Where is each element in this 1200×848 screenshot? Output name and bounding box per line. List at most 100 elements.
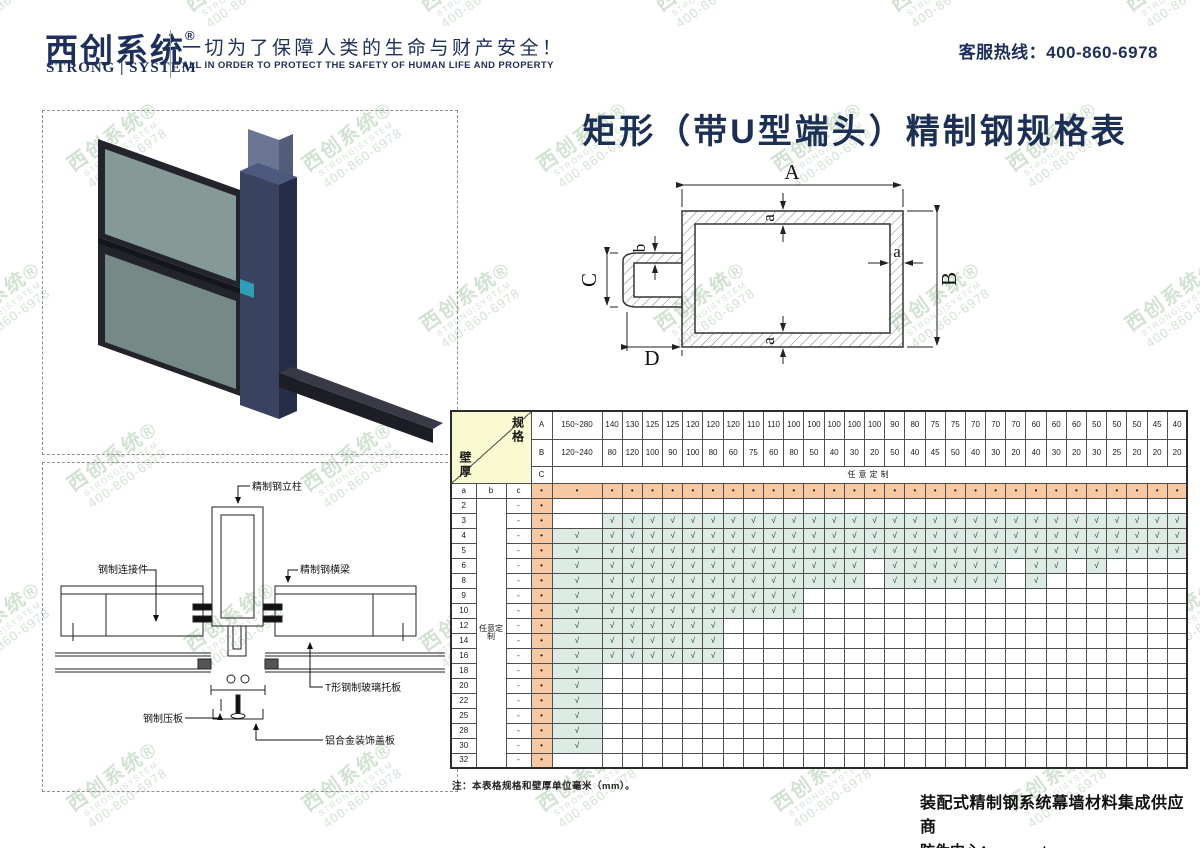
empty-cell <box>924 647 946 664</box>
empty-cell <box>985 752 1007 769</box>
empty-cell <box>1146 752 1168 769</box>
empty-cell <box>884 587 906 604</box>
empty-cell <box>1166 557 1188 574</box>
empty-cell <box>1146 617 1168 634</box>
empty-cell <box>722 692 744 709</box>
empty-cell <box>742 617 765 634</box>
empty-cell <box>823 602 845 619</box>
empty-cell <box>863 707 886 724</box>
empty-cell <box>863 737 886 754</box>
empty-cell <box>884 737 906 754</box>
empty-cell <box>863 722 886 739</box>
empty-cell <box>924 497 946 514</box>
table-row: 4-•√√√√√√√√√√√√√√√√√√√√√√√√√√√√√√ <box>450 527 1188 544</box>
check-cell: √ <box>924 512 946 529</box>
empty-cell <box>1025 602 1047 619</box>
empty-cell <box>803 632 825 649</box>
empty-cell <box>762 707 785 724</box>
empty-cell <box>863 677 886 694</box>
empty-cell <box>742 632 765 649</box>
check-cell: √ <box>742 527 765 544</box>
dot-cell: • <box>530 662 553 679</box>
empty-cell <box>742 707 765 724</box>
bolt <box>235 694 241 714</box>
empty-cell <box>1085 602 1108 619</box>
check-cell: √ <box>551 677 603 694</box>
check-cell: √ <box>662 542 684 559</box>
empty-cell <box>722 662 744 679</box>
empty-cell <box>944 737 966 754</box>
dot-cell: • <box>1166 482 1188 499</box>
empty-cell <box>1045 752 1067 769</box>
empty-cell <box>762 737 785 754</box>
check-cell: √ <box>783 512 805 529</box>
check-cell: √ <box>551 527 603 544</box>
empty-cell <box>1065 737 1088 754</box>
spec-B-value: 120 <box>621 438 643 467</box>
spec-A-value: 45 <box>1146 410 1168 440</box>
empty-cell <box>924 602 946 619</box>
empty-cell <box>823 647 845 664</box>
dot-cell: • <box>530 737 553 754</box>
empty-cell <box>641 677 664 694</box>
check-cell: √ <box>722 512 744 529</box>
table-row: 5-•√√√√√√√√√√√√√√√√√√√√√√√√√√√√√√ <box>450 542 1188 559</box>
spec-B-value: 75 <box>742 438 765 467</box>
dot-cell: • <box>944 482 966 499</box>
empty-cell <box>1045 647 1067 664</box>
dot-cell: • <box>843 482 865 499</box>
check-cell: √ <box>1085 557 1108 574</box>
spec-A-value: 70 <box>1005 410 1027 440</box>
empty-cell <box>823 692 845 709</box>
u-end-section <box>622 252 683 308</box>
empty-cell <box>783 722 805 739</box>
footer-line2: 防伪中心：www.strong-sys.com/fangwei/ <box>920 840 1200 848</box>
c-dash-cell: - <box>505 587 532 604</box>
check-cell: √ <box>722 527 744 544</box>
empty-cell <box>762 497 785 514</box>
check-cell: √ <box>722 542 744 559</box>
check-cell: √ <box>1025 527 1047 544</box>
check-cell: √ <box>1065 527 1088 544</box>
check-cell: √ <box>551 647 603 664</box>
check-cell: √ <box>621 602 643 619</box>
empty-cell <box>1106 707 1128 724</box>
check-cell: √ <box>884 557 906 574</box>
check-cell: √ <box>742 587 765 604</box>
check-cell: √ <box>551 602 603 619</box>
empty-cell <box>682 707 704 724</box>
empty-cell <box>1126 497 1148 514</box>
empty-cell <box>1146 692 1168 709</box>
dim-label-D: D <box>644 346 659 370</box>
spec-A-value: 100 <box>823 410 845 440</box>
empty-cell <box>601 707 623 724</box>
empty-cell <box>682 722 704 739</box>
empty-cell <box>601 662 623 679</box>
empty-cell <box>843 632 865 649</box>
check-cell: √ <box>601 647 623 664</box>
empty-cell <box>783 662 805 679</box>
check-cell: √ <box>601 557 623 574</box>
empty-cell <box>762 647 785 664</box>
empty-cell <box>884 722 906 739</box>
check-cell: √ <box>702 512 724 529</box>
empty-cell <box>722 752 744 769</box>
empty-cell <box>1126 602 1148 619</box>
empty-cell <box>823 662 845 679</box>
empty-cell <box>1106 737 1128 754</box>
spec-A-value: 40 <box>1166 410 1188 440</box>
empty-cell <box>1085 737 1108 754</box>
empty-cell <box>1166 647 1188 664</box>
empty-cell <box>1146 662 1168 679</box>
empty-cell <box>621 737 643 754</box>
empty-cell <box>1005 647 1027 664</box>
empty-cell <box>1085 647 1108 664</box>
check-cell: √ <box>551 542 603 559</box>
check-cell: √ <box>1146 512 1168 529</box>
spec-A-value: 110 <box>742 410 765 440</box>
wall-thickness-value: 20 <box>450 677 477 694</box>
dot-cell: • <box>601 482 623 499</box>
dot-cell: • <box>621 482 643 499</box>
wall-thickness-value: 16 <box>450 647 477 664</box>
isometric-drawing-panel <box>42 110 458 455</box>
